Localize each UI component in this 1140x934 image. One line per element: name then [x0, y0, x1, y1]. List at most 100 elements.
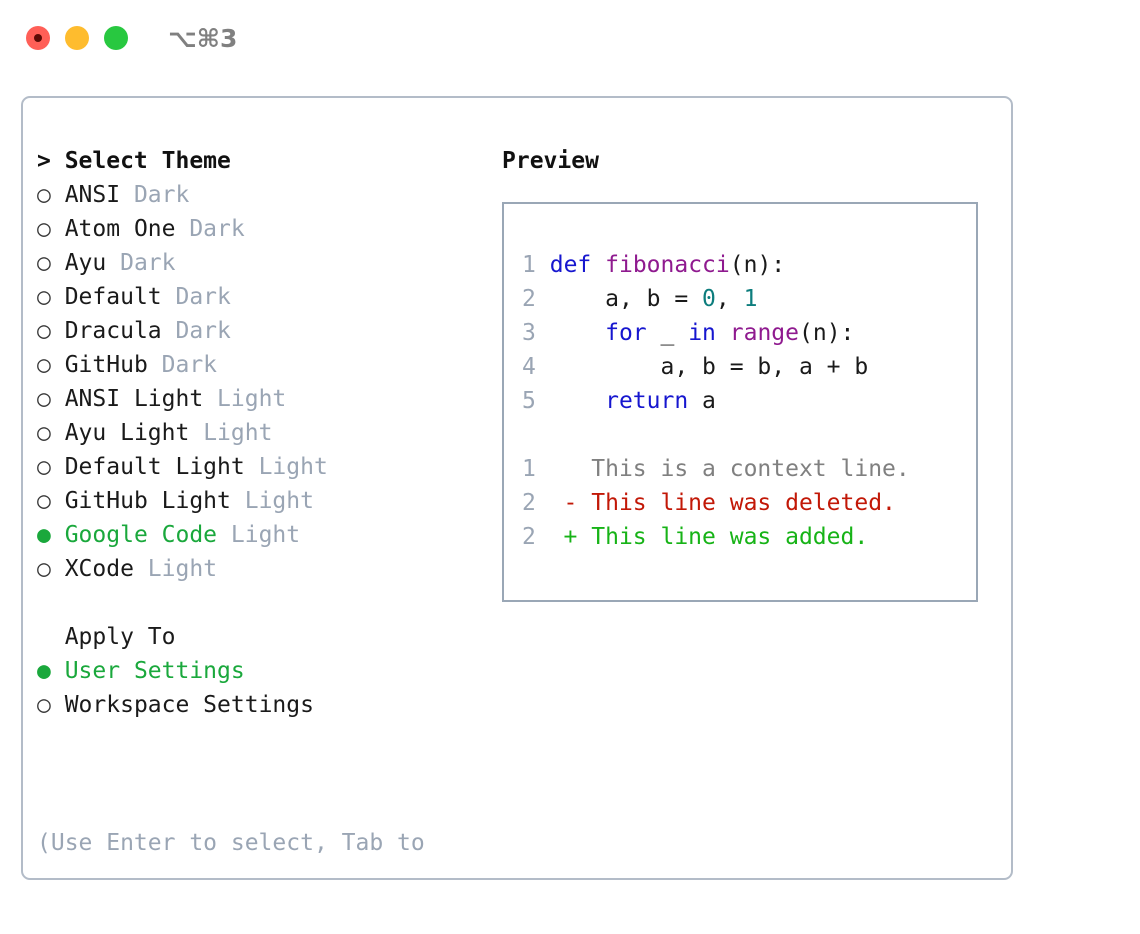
apply-to-heading-text: Apply To — [37, 624, 176, 650]
preview-column: Preview 1 def fibonacci(n):2 a, b = 0, 1… — [502, 144, 1002, 602]
apply-to-option-workspace-settings[interactable]: ○ Workspace Settings — [37, 688, 477, 722]
code-token-pl — [716, 320, 730, 346]
radio-selected-icon[interactable]: ● — [37, 658, 51, 684]
code-indent — [536, 252, 550, 278]
preview-title: Preview — [502, 148, 599, 174]
theme-category-label: Light — [203, 386, 287, 412]
code-token-kw: return — [605, 388, 689, 414]
radio-unselected-icon[interactable]: ○ — [37, 182, 51, 208]
theme-option-label: Default — [50, 284, 162, 310]
radio-unselected-icon[interactable]: ○ — [37, 250, 51, 276]
code-line: 4 a, b = b, a + b — [522, 350, 976, 384]
code-indent — [536, 320, 605, 346]
theme-option-label: Google Code — [50, 522, 218, 548]
theme-option-github[interactable]: ○ GitHub Dark — [37, 348, 477, 382]
code-line-number: 1 — [522, 252, 536, 278]
close-window-button[interactable] — [26, 26, 50, 50]
code-token-pl: , — [715, 286, 744, 312]
minimize-window-button[interactable] — [65, 26, 89, 50]
apply-to-option-list: ● User Settings○ Workspace Settings — [37, 654, 477, 722]
diff-line-number: 1 — [522, 456, 536, 482]
theme-option-xcode[interactable]: ○ XCode Light — [37, 552, 477, 586]
code-token-fn: fibonacci — [605, 252, 730, 278]
theme-option-label: ANSI — [50, 182, 121, 208]
theme-option-atom-one[interactable]: ○ Atom One Dark — [37, 212, 477, 246]
theme-option-google-code[interactable]: ● Google Code Light — [37, 518, 477, 552]
code-token-pl — [591, 252, 605, 278]
theme-option-default-light[interactable]: ○ Default Light Light — [37, 450, 477, 484]
radio-unselected-icon[interactable]: ○ — [37, 488, 51, 514]
code-token-kw: for — [605, 320, 647, 346]
apply-to-heading: Apply To — [37, 620, 477, 654]
diff-line-del: 2 - This line was deleted. — [522, 486, 976, 520]
radio-unselected-icon[interactable]: ○ — [37, 454, 51, 480]
theme-category-label: Light — [217, 522, 301, 548]
code-line: 3 for _ in range(n): — [522, 316, 976, 350]
code-line: 2 a, b = 0, 1 — [522, 282, 976, 316]
diff-sign: - — [535, 490, 592, 516]
apply-to-option-label: User Settings — [50, 658, 245, 684]
radio-unselected-icon[interactable]: ○ — [37, 318, 51, 344]
theme-option-label: GitHub — [50, 352, 148, 378]
code-diff-spacer — [522, 418, 976, 452]
radio-unselected-icon[interactable]: ○ — [37, 556, 51, 582]
theme-option-github-light[interactable]: ○ GitHub Light Light — [37, 484, 477, 518]
apply-to-option-user-settings[interactable]: ● User Settings — [37, 654, 477, 688]
window-controls — [26, 26, 128, 50]
list-spacer — [37, 586, 477, 620]
radio-unselected-icon[interactable]: ○ — [37, 420, 51, 446]
code-line: 5 return a — [522, 384, 976, 418]
theme-category-label: Light — [189, 420, 273, 446]
keyboard-hint: (Use Enter to select, Tab to change focu… — [37, 758, 477, 934]
code-token-num: 0 — [702, 286, 716, 312]
theme-category-label: Dark — [147, 352, 218, 378]
radio-unselected-icon[interactable]: ○ — [37, 284, 51, 310]
diff-line-add: 2 + This line was added. — [522, 520, 976, 554]
theme-category-label: Light — [230, 488, 314, 514]
diff-text: This line was deleted. — [591, 490, 896, 516]
code-token-pl: (n): — [729, 252, 786, 278]
title-bar: ⌥⌘3 — [0, 0, 1140, 78]
code-token-pl: a — [688, 388, 716, 414]
select-theme-heading: > Select Theme — [37, 148, 231, 174]
theme-option-label: Dracula — [50, 318, 162, 344]
theme-option-ansi[interactable]: ○ ANSI Dark — [37, 178, 477, 212]
theme-category-label: Dark — [161, 318, 231, 344]
code-token-pl: a, b = — [605, 286, 703, 312]
theme-option-label: Ayu Light — [50, 420, 190, 446]
code-token-kw: in — [688, 320, 716, 346]
radio-unselected-icon[interactable]: ○ — [37, 386, 51, 412]
theme-option-label: GitHub Light — [50, 488, 231, 514]
code-line-number: 4 — [522, 354, 536, 380]
theme-option-list: ○ ANSI Dark○ Atom One Dark○ Ayu Dark○ De… — [37, 178, 477, 586]
code-line: 1 def fibonacci(n): — [522, 248, 976, 282]
theme-option-default[interactable]: ○ Default Dark — [37, 280, 477, 314]
radio-unselected-icon[interactable]: ○ — [37, 352, 51, 378]
diff-text: This is a context line. — [591, 456, 910, 482]
radio-selected-icon[interactable]: ● — [37, 522, 51, 548]
theme-category-label: Dark — [120, 182, 190, 208]
theme-category-label: Dark — [161, 284, 231, 310]
code-indent — [536, 388, 605, 414]
theme-dialog-panel: > Select Theme ○ ANSI Dark○ Atom One Dar… — [21, 96, 1013, 934]
theme-option-ayu[interactable]: ○ Ayu Dark — [37, 246, 477, 280]
theme-option-dracula[interactable]: ○ Dracula Dark — [37, 314, 477, 348]
maximize-window-button[interactable] — [104, 26, 128, 50]
radio-unselected-icon[interactable]: ○ — [37, 692, 51, 718]
diff-sample: 1 This is a context line. 2 - This line w… — [522, 452, 976, 554]
code-line-number: 2 — [522, 286, 536, 312]
radio-unselected-icon[interactable]: ○ — [37, 216, 51, 242]
keyboard-shortcut-label: ⌥⌘3 — [168, 24, 238, 53]
theme-option-ansi-light[interactable]: ○ ANSI Light Light — [37, 382, 477, 416]
theme-option-ayu-light[interactable]: ○ Ayu Light Light — [37, 416, 477, 450]
theme-option-label: Ayu — [50, 250, 107, 276]
code-line-number: 3 — [522, 320, 536, 346]
diff-line-number: 2 — [522, 524, 536, 550]
keyboard-hint-line-1: (Use Enter to select, Tab to — [37, 830, 425, 856]
diff-sign — [536, 456, 591, 482]
diff-text: This line was added. — [591, 524, 869, 550]
code-token-pl: _ — [646, 320, 689, 346]
diff-line-number: 2 — [522, 490, 536, 516]
theme-category-label: Dark — [175, 216, 245, 242]
